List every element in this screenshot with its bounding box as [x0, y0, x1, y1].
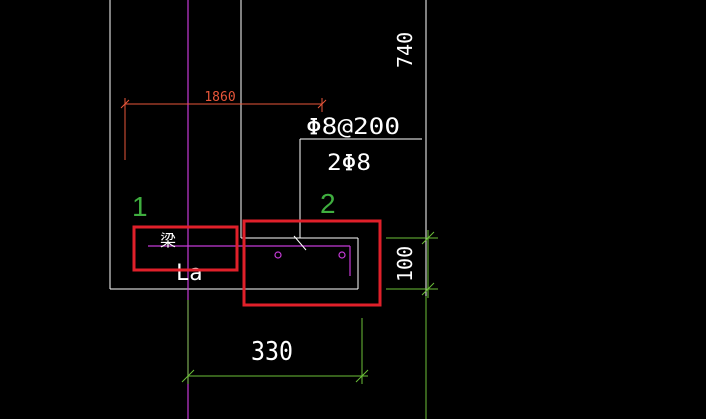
callout-box-1	[132, 225, 239, 272]
rebar-main-label: 2Φ8	[327, 151, 371, 176]
dimension-1860-label: 1860	[204, 90, 235, 105]
dimension-100-label: 100	[393, 246, 417, 282]
dimension-100	[386, 230, 438, 298]
dimension-330-label: 330	[251, 337, 293, 367]
callout-number-1: 1	[132, 191, 148, 222]
rebar-bar-left	[274, 251, 282, 259]
callout-number-2: 2	[320, 188, 336, 219]
dimension-740-label: 740	[393, 32, 417, 68]
callout-box-2	[242, 219, 382, 307]
rebar-bar-right	[338, 251, 346, 259]
anchor-label: La	[176, 261, 203, 286]
rebar-stirrup-label: Φ8@200	[306, 115, 400, 140]
beam-label: 梁	[160, 232, 176, 250]
dimension-330	[181, 296, 427, 419]
dimension-1860	[120, 98, 327, 160]
rebar-group	[148, 245, 351, 276]
